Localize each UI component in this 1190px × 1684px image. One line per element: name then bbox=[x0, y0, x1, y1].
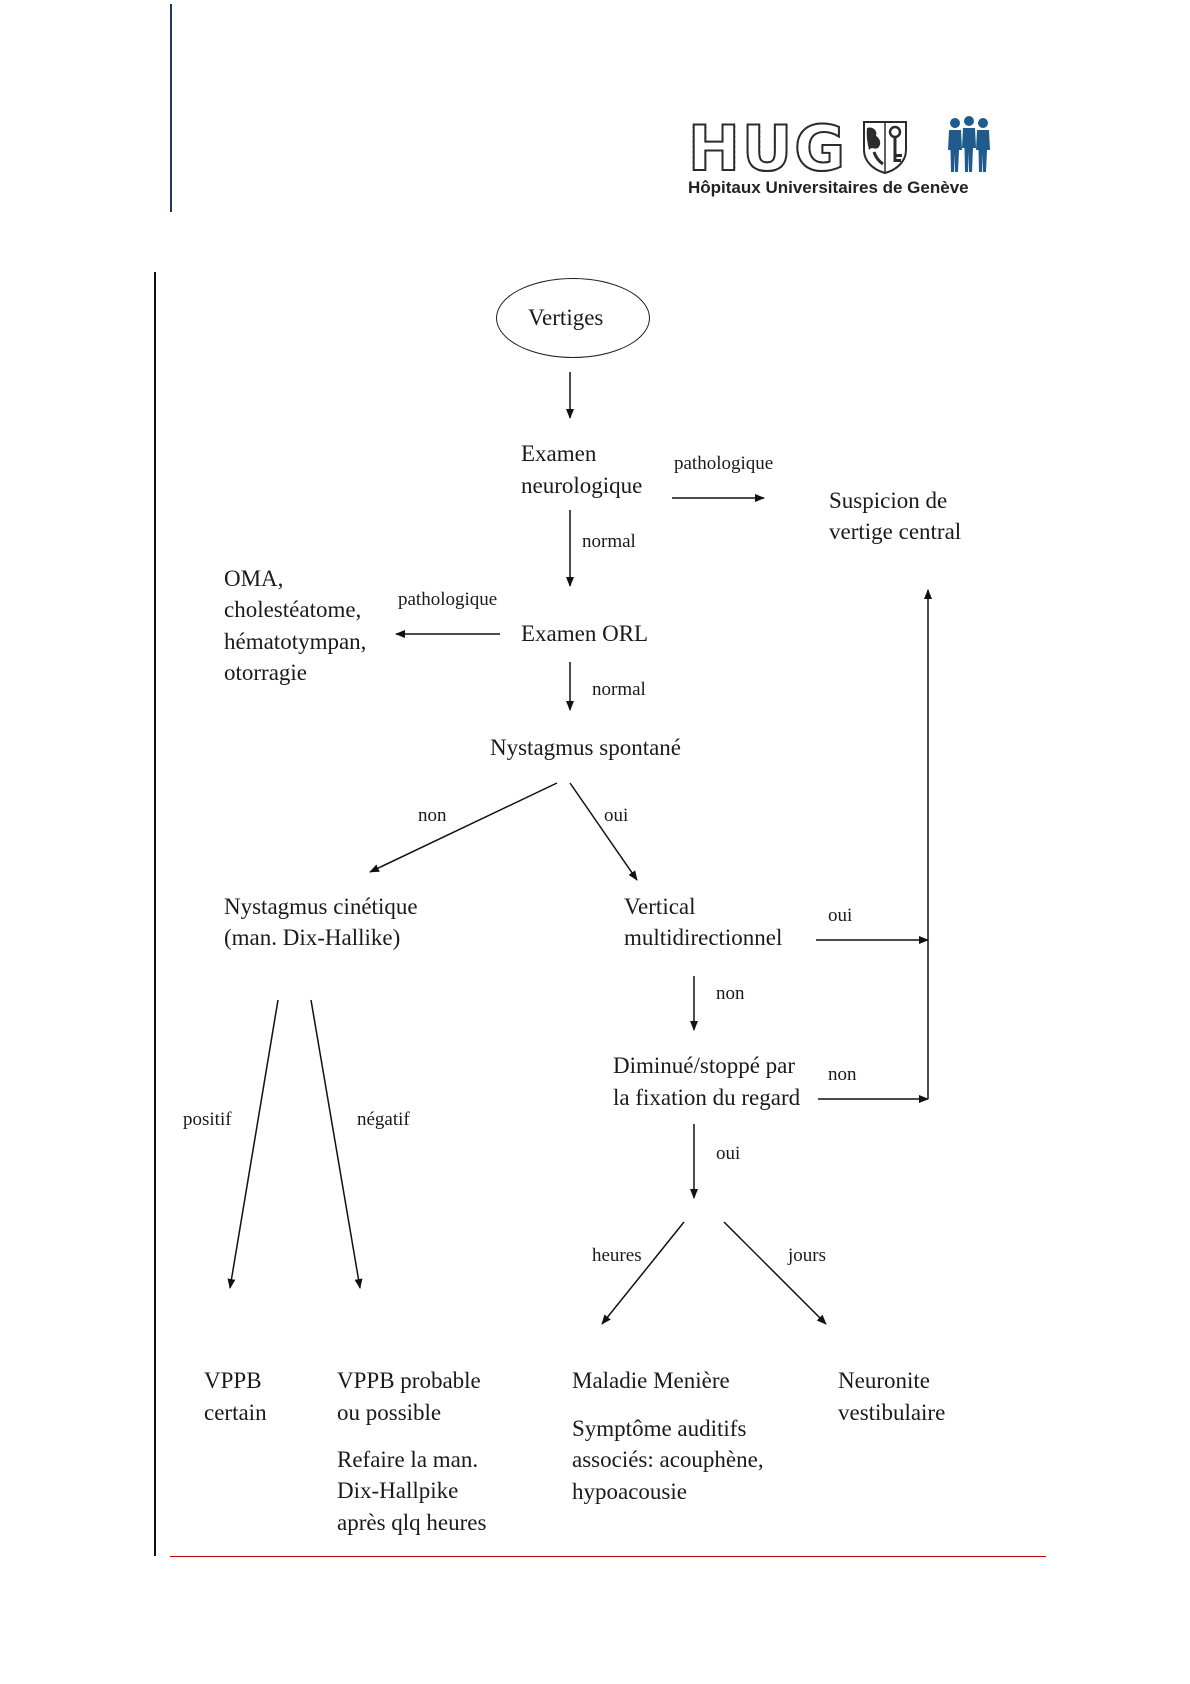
node-suspicion-line2: vertige central bbox=[829, 519, 962, 544]
edge-label-non-2: non bbox=[716, 983, 745, 1004]
logo-subtitle: Hôpitaux Universitaires de Genève bbox=[688, 178, 969, 197]
header-vertical-rule bbox=[170, 4, 172, 212]
node-vppb-certain-line1: VPPB bbox=[204, 1368, 262, 1393]
edge-label-oui-1: oui bbox=[604, 805, 629, 826]
edge-label-non-1: non bbox=[418, 805, 447, 826]
start-node-ellipse bbox=[496, 278, 650, 358]
node-vertiges: Vertiges bbox=[528, 305, 604, 330]
node-symptome-line1: Symptôme auditifs bbox=[572, 1416, 747, 1441]
node-vppb-probable-line1: VPPB probable bbox=[337, 1368, 481, 1393]
hug-logo: HUG Hôpitaux Universitaires de Genève bbox=[687, 112, 1006, 206]
node-diminue-line1: Diminué/stoppé par bbox=[613, 1053, 796, 1078]
node-diminue-line2: la fixation du regard bbox=[613, 1085, 801, 1110]
edge-label-oui-3: oui bbox=[716, 1143, 741, 1164]
node-suspicion-line1: Suspicion de bbox=[829, 488, 948, 513]
arrow-nyst-to-cinetique bbox=[369, 782, 558, 873]
node-examen-neurologique-line2: neurologique bbox=[521, 473, 643, 498]
node-oma-line4: otorragie bbox=[224, 660, 308, 685]
geneva-crest-icon bbox=[863, 121, 907, 174]
node-refaire-line1: Refaire la man. bbox=[337, 1447, 479, 1472]
node-vppb-certain-line2: certain bbox=[204, 1400, 267, 1425]
node-nystagmus-spontane: Nystagmus spontané bbox=[490, 735, 682, 760]
edge-label-jours: jours bbox=[788, 1245, 826, 1266]
edge-label-normal-1: normal bbox=[582, 531, 636, 552]
node-symptome-line2: associés: acouphène, bbox=[572, 1447, 764, 1472]
node-vertical-line1: Vertical bbox=[624, 894, 696, 919]
node-neuronite-line1: Neuronite bbox=[838, 1368, 930, 1393]
node-nystagmus-cinetique-line2: (man. Dix-Hallike) bbox=[224, 925, 401, 950]
node-oma-line3: hématotympan, bbox=[224, 629, 367, 654]
node-symptome-line3: hypoacousie bbox=[572, 1479, 687, 1504]
edge-label-normal-2: normal bbox=[592, 679, 646, 700]
arrow-cinetique-to-vppb bbox=[227, 999, 279, 1289]
logo-text: HUG bbox=[687, 112, 848, 185]
node-refaire-line2: Dix-Hallpike bbox=[337, 1478, 459, 1503]
node-maladie-meniere: Maladie Menière bbox=[572, 1368, 730, 1393]
node-examen-orl: Examen ORL bbox=[521, 621, 649, 646]
node-refaire-line3: après qlq heures bbox=[337, 1510, 487, 1535]
arrow-jours bbox=[723, 1221, 827, 1325]
edge-label-non-3: non bbox=[828, 1064, 857, 1085]
edge-label-pathologique-1: pathologique bbox=[674, 453, 774, 474]
node-neuronite-line2: vestibulaire bbox=[838, 1400, 946, 1425]
edge-label-heures: heures bbox=[592, 1245, 642, 1266]
node-vppb-probable-line2: ou possible bbox=[337, 1400, 442, 1425]
edge-label-negatif: négatif bbox=[357, 1109, 410, 1130]
arrow-cinetique-to-probable bbox=[310, 999, 363, 1289]
node-nystagmus-cinetique-line1: Nystagmus cinétique bbox=[224, 894, 418, 919]
footer-red-rule bbox=[170, 1556, 1046, 1557]
edge-label-oui-2: oui bbox=[828, 905, 853, 926]
edge-label-pathologique-2: pathologique bbox=[398, 589, 498, 610]
people-silhouettes-icon bbox=[948, 116, 990, 172]
node-vertical-line2: multidirectionnel bbox=[624, 925, 783, 950]
node-examen-neurologique-line1: Examen bbox=[521, 441, 597, 466]
arrow-heures bbox=[601, 1221, 685, 1325]
body-vertical-rule bbox=[154, 272, 156, 1556]
node-oma-line1: OMA, bbox=[224, 566, 284, 591]
node-oma-line2: cholestéatome, bbox=[224, 597, 362, 622]
edge-label-positif: positif bbox=[183, 1109, 232, 1130]
arrow-nyst-to-vertical bbox=[569, 782, 638, 881]
